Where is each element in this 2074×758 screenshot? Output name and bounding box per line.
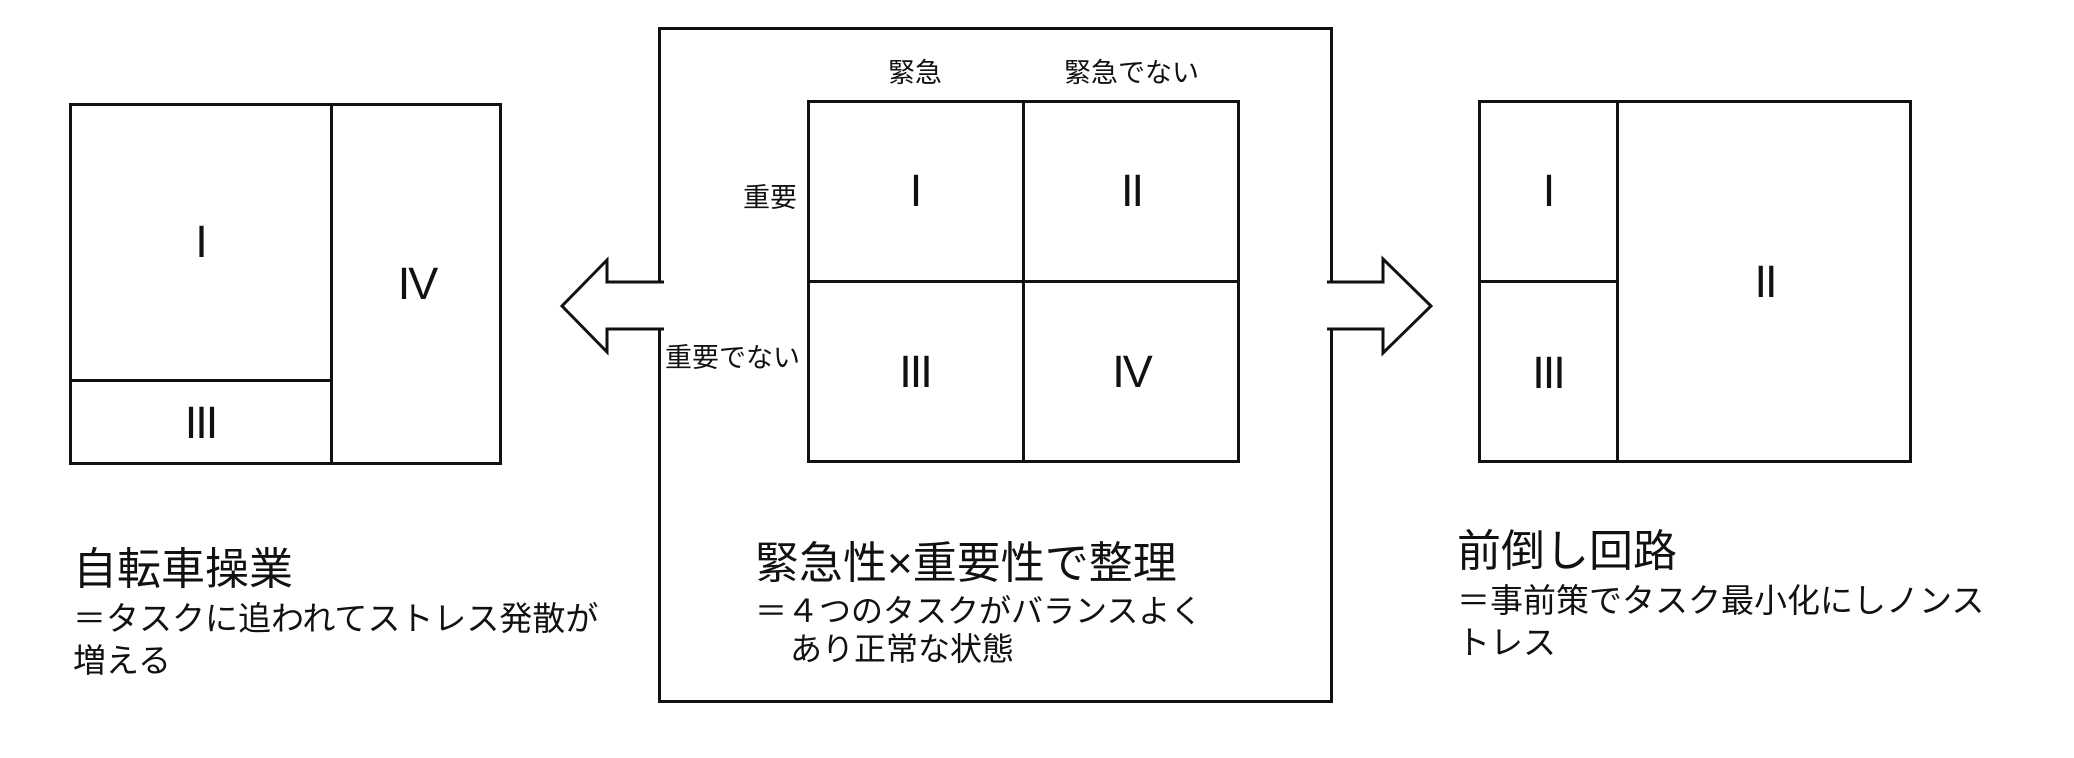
center-quadrant-3-label: III bbox=[899, 346, 933, 397]
center-quadrant-2-label: II bbox=[1120, 164, 1144, 216]
right-figure-title: 前倒し回路 bbox=[1457, 527, 1677, 576]
right-figure-caption: 前倒し回路 ＝事前策でタスク最小化にしノンス トレス bbox=[1457, 524, 1984, 664]
right-figure-desc-line1: ＝事前策でタスク最小化にしノンス bbox=[1457, 582, 1985, 619]
left-figure-caption: 自転車操業 ＝タスクに追われてストレス発散が 増える bbox=[73, 542, 598, 682]
left-figure-title: 自転車操業 bbox=[73, 545, 293, 594]
left-figure-vertical-divider bbox=[330, 103, 333, 465]
left-figure-horizontal-divider bbox=[69, 379, 333, 382]
left-figure-box bbox=[69, 103, 502, 465]
left-figure-quadrant-3-label: III bbox=[184, 397, 219, 448]
center-row-label-important: 重要 bbox=[743, 182, 797, 213]
right-figure-quadrant-3-label: III bbox=[1532, 346, 1566, 398]
right-figure-horizontal-divider bbox=[1478, 280, 1619, 283]
block-arrow-left-icon bbox=[559, 256, 664, 356]
center-quadrant-4-label: IV bbox=[1112, 346, 1153, 397]
center-panel-box bbox=[658, 27, 1333, 703]
right-figure-desc-line2: トレス bbox=[1457, 624, 1556, 661]
center-figure-desc-line1: ＝４つのタスクがバランスよく bbox=[755, 593, 1203, 629]
center-matrix-horizontal-divider bbox=[807, 280, 1240, 283]
left-figure-quadrant-4-label: IV bbox=[397, 258, 439, 309]
left-figure-quadrant-1-label: I bbox=[195, 216, 208, 267]
right-figure-quadrant-2-label: II bbox=[1754, 255, 1777, 307]
center-figure-title: 緊急性×重要性で整理 bbox=[755, 539, 1177, 588]
right-figure-quadrant-1-label: I bbox=[1542, 165, 1556, 216]
center-figure-caption: 緊急性×重要性で整理 ＝４つのタスクがバランスよく あり正常な状態 bbox=[755, 536, 1202, 668]
center-column-label-urgent: 緊急 bbox=[888, 57, 942, 88]
center-row-label-not-important: 重要でない bbox=[665, 342, 800, 373]
center-figure-desc-line2: あり正常な状態 bbox=[790, 631, 1015, 667]
center-quadrant-1-label: I bbox=[909, 164, 923, 216]
block-arrow-right-icon bbox=[1327, 255, 1434, 357]
left-figure-desc-line1: ＝タスクに追われてストレス発散が bbox=[73, 600, 599, 637]
center-column-label-not-urgent: 緊急でない bbox=[1064, 57, 1199, 88]
left-figure-desc-line2: 増える bbox=[73, 642, 172, 679]
